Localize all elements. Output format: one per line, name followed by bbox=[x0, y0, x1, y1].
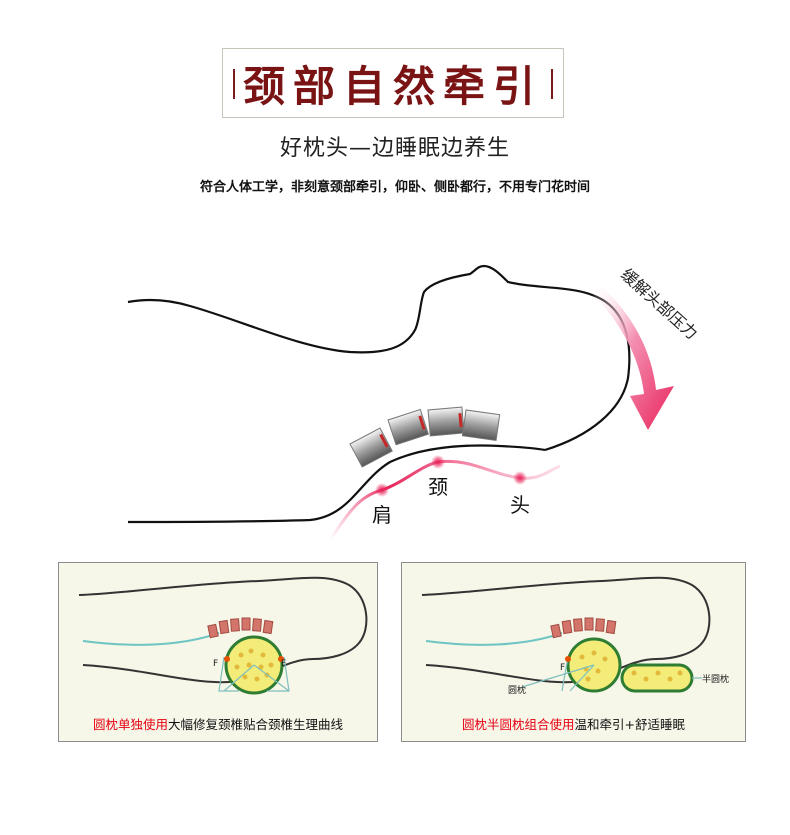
pillow-filling bbox=[234, 648, 274, 682]
page-title: 颈部自然牵引 bbox=[242, 61, 543, 111]
neck-dot bbox=[431, 455, 445, 469]
force-vectors bbox=[521, 656, 702, 692]
force-label-right: F bbox=[281, 659, 287, 669]
pillow-filling bbox=[579, 650, 683, 682]
vertebrae bbox=[349, 406, 501, 468]
caption-rest: 温和牵引+舒适睡眠 bbox=[574, 717, 685, 732]
caption-highlight: 圆枕半圆枕组合使用 bbox=[462, 717, 575, 732]
head-label: 头 bbox=[510, 493, 530, 517]
contact-dot-right bbox=[278, 656, 284, 662]
spine-line bbox=[425, 632, 563, 646]
round-pillow-label: 圆枕 bbox=[508, 686, 527, 696]
force-label: F bbox=[560, 663, 566, 673]
vertebra-row bbox=[550, 617, 617, 639]
title-mark-left bbox=[233, 69, 235, 99]
head-outline bbox=[421, 576, 711, 684]
contact-dot-left bbox=[224, 656, 230, 662]
contact-dot bbox=[565, 656, 571, 662]
half-round-pillow-label: 半圆枕 bbox=[702, 675, 730, 685]
pillow-outline bbox=[127, 444, 546, 524]
spine-line bbox=[82, 632, 220, 646]
vertebra-row bbox=[207, 617, 274, 639]
neck-traction-illustration: 肩 颈 头 缓解头部压力 bbox=[127, 264, 701, 541]
panel-combined-pillow: F 圆枕 半圆枕 圆枕半圆枕组合使用温和牵引+舒适睡眠 bbox=[401, 562, 746, 742]
subtitle: 好枕头—边睡眠边养生 bbox=[279, 136, 510, 161]
caption-combined-pillow: 圆枕半圆枕组合使用温和牵引+舒适睡眠 bbox=[402, 714, 745, 733]
shoulder-dot bbox=[375, 483, 389, 497]
body-outline bbox=[127, 264, 631, 452]
force-label-left: F bbox=[213, 659, 219, 669]
caption-rest: 大幅修复颈椎贴合颈椎生理曲线 bbox=[168, 717, 344, 732]
shoulder-label: 肩 bbox=[372, 503, 392, 527]
description: 符合人体工学，非刻意颈部牵引，仰卧、侧卧都行，不用专门花时间 bbox=[199, 180, 590, 195]
panel-round-pillow: F F 圆枕单独使用大幅修复颈椎贴合颈椎生理曲线 bbox=[58, 562, 378, 742]
force-vectors bbox=[218, 656, 290, 692]
head-dot bbox=[513, 471, 527, 485]
round-pillow-diagram bbox=[78, 576, 368, 695]
head-outline bbox=[78, 576, 368, 684]
neck-label: 颈 bbox=[428, 475, 448, 499]
pressure-arrow bbox=[590, 284, 674, 430]
title-box: 颈部自然牵引 bbox=[222, 48, 564, 118]
combined-pillow-diagram bbox=[421, 576, 711, 693]
half-round-pillow bbox=[620, 663, 694, 693]
caption-round-pillow: 圆枕单独使用大幅修复颈椎贴合颈椎生理曲线 bbox=[59, 714, 377, 733]
title-mark-right bbox=[551, 69, 553, 99]
caption-highlight: 圆枕单独使用 bbox=[92, 717, 168, 732]
